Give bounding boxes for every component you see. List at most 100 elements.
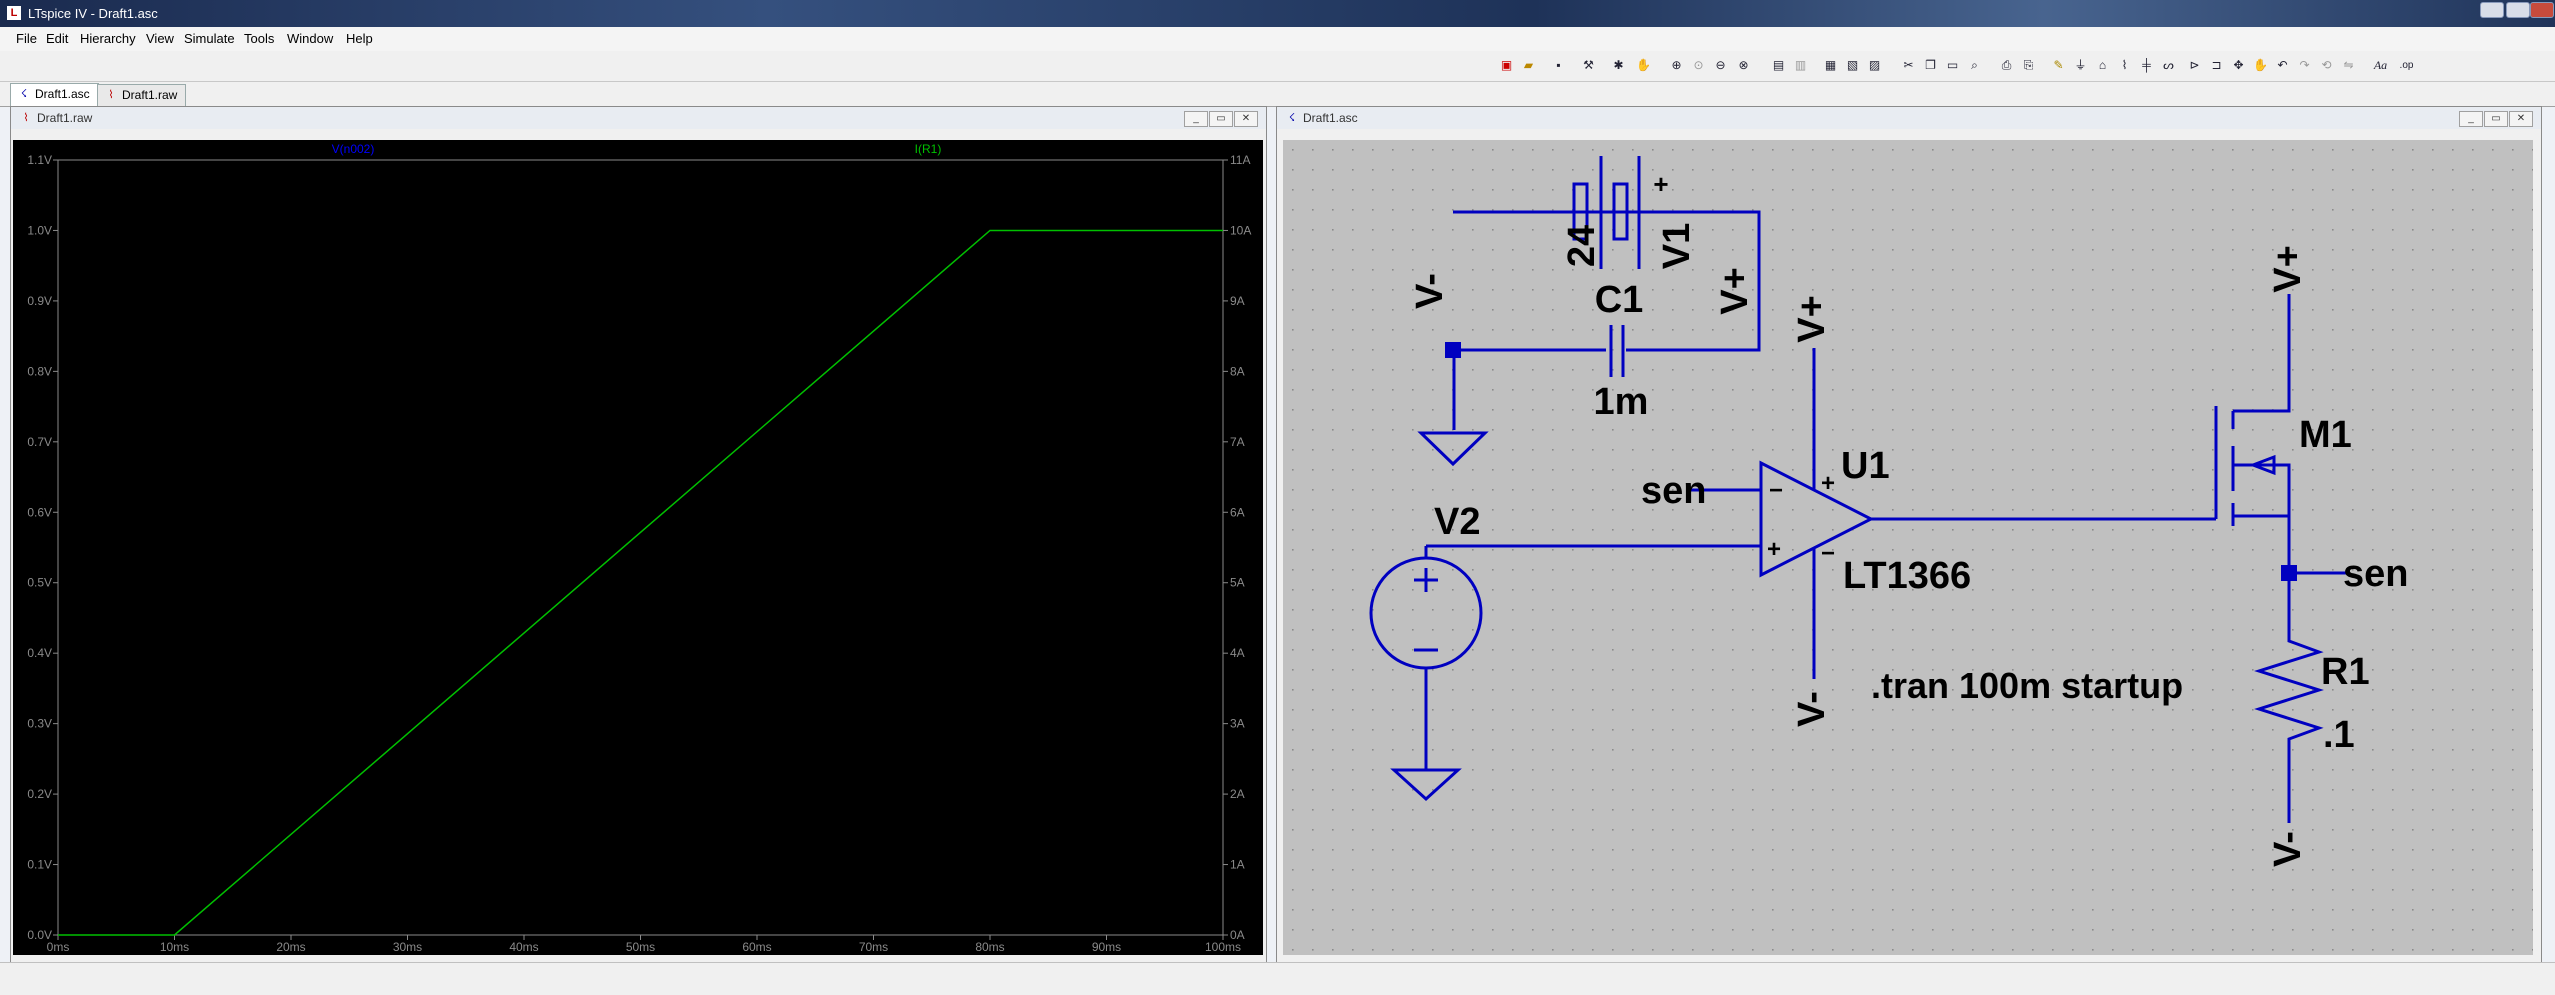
y-tick-label: 0.2V xyxy=(27,787,52,801)
tile-horizontal-icon[interactable]: ▦ xyxy=(1824,58,1837,72)
v2-name-label: V2 xyxy=(1434,501,1480,543)
pan-icon[interactable]: ⊙ xyxy=(1693,58,1704,72)
menu-window[interactable]: Window xyxy=(287,31,334,46)
r1-value-label: .1 xyxy=(2323,714,2355,756)
schematic-window: ☇ Draft1.asc _ ▭ ✕ xyxy=(1276,106,2542,964)
net-label-vplus: V+ xyxy=(1714,267,1756,315)
paste-icon[interactable]: ▭ xyxy=(1946,58,1959,72)
u1-inverting-input-sign: − xyxy=(1769,477,1783,504)
y2-tick-label: 8A xyxy=(1230,364,1245,378)
find-icon[interactable]: ⌕ xyxy=(1971,58,1978,72)
minimize-button[interactable]: _ xyxy=(2459,111,2483,127)
save-icon[interactable]: ▪ xyxy=(1556,58,1561,72)
net-label-vminus: V- xyxy=(1791,691,1833,727)
tab-draft1-raw[interactable]: ⌇ Draft1.raw xyxy=(97,84,187,106)
run-icon[interactable]: ✱ xyxy=(1613,58,1624,72)
x-tick-label: 80ms xyxy=(975,940,1004,954)
label-net-icon[interactable]: ⌂ xyxy=(2098,58,2107,72)
mirror-icon[interactable]: ⇋ xyxy=(2343,58,2354,72)
copy-icon[interactable]: ❐ xyxy=(1925,58,1936,72)
series-line xyxy=(58,229,1223,936)
waveform-window-title: Draft1.raw xyxy=(37,111,93,125)
y-tick-label: 0.5V xyxy=(27,576,52,590)
fft-icon[interactable]: ▥ xyxy=(1794,58,1807,72)
capacitor-icon[interactable]: ╪ xyxy=(2142,58,2151,72)
minimize-button[interactable] xyxy=(2480,2,2504,18)
v1-plus-sign: + xyxy=(1653,169,1668,199)
ground-icon[interactable]: ⏚ xyxy=(2074,58,2087,72)
x-tick-label: 20ms xyxy=(276,940,305,954)
toolbar: ▣ ▰ ▪ ⚒ ✱ ✋ ⊕ ⊙ ⊖ ⊗ ▤ ▥ ▦ ▧ ▨ ✂ ❐ ▭ ⌕ ⎙ … xyxy=(0,51,2555,82)
y2-tick-label: 7A xyxy=(1230,435,1245,449)
autorange-icon[interactable]: ▤ xyxy=(1772,58,1785,72)
resistor-icon[interactable]: ⌇ xyxy=(2121,58,2128,72)
menu-view[interactable]: View xyxy=(146,31,174,46)
cascade-icon[interactable]: ▨ xyxy=(1868,58,1881,72)
component-icon[interactable]: ⊐ xyxy=(2211,58,2222,72)
window-title: LTspice IV - Draft1.asc xyxy=(28,6,158,21)
x-tick-label: 70ms xyxy=(859,940,888,954)
cut-icon[interactable]: ✂ xyxy=(1903,58,1914,72)
rotate-icon[interactable]: ⟲ xyxy=(2321,58,2332,72)
tile-vertical-icon[interactable]: ▧ xyxy=(1846,58,1859,72)
menu-file[interactable]: File xyxy=(16,31,37,46)
y-tick-label: 0.6V xyxy=(27,505,52,519)
spice-directive[interactable]: .tran 100m startup xyxy=(1871,665,2183,706)
move-icon[interactable]: ✥ xyxy=(2233,58,2244,72)
close-button[interactable]: ✕ xyxy=(2509,111,2533,127)
print-setup-icon[interactable]: ⎙ xyxy=(2001,58,2012,72)
schematic-icon: ☇ xyxy=(1288,112,1296,124)
redo-icon[interactable]: ↷ xyxy=(2299,58,2310,72)
print-icon[interactable]: ⎘ xyxy=(2023,58,2034,72)
x-tick-label: 100ms xyxy=(1205,940,1241,954)
close-button[interactable]: ✕ xyxy=(1234,111,1258,127)
menu-help[interactable]: Help xyxy=(346,31,373,46)
text-icon[interactable]: Aa xyxy=(2373,58,2388,72)
y2-tick-label: 2A xyxy=(1230,787,1245,801)
undo-icon[interactable]: ↶ xyxy=(2277,58,2288,72)
y-tick-label: 1.0V xyxy=(27,223,52,237)
control-panel-icon[interactable]: ⚒ xyxy=(1583,58,1594,72)
y-tick-label: 0.0V xyxy=(27,928,52,942)
schematic-window-title: Draft1.asc xyxy=(1303,111,1358,125)
y2-tick-label: 4A xyxy=(1230,646,1245,660)
schematic-canvas[interactable]: 24 V1 + C1 1m V- V+ V+ V- U1 LT1366 − + … xyxy=(1283,140,2533,955)
minimize-button[interactable]: _ xyxy=(1184,111,1208,127)
x-tick-label: 60ms xyxy=(742,940,771,954)
close-button[interactable] xyxy=(2530,2,2554,18)
restore-button[interactable]: ▭ xyxy=(1209,111,1233,127)
y-tick-label: 0.8V xyxy=(27,364,52,378)
x-tick-label: 0ms xyxy=(47,940,70,954)
zoom-out-icon[interactable]: ⊖ xyxy=(1715,58,1726,72)
open-icon[interactable]: ▰ xyxy=(1523,58,1534,72)
zoom-fit-icon[interactable]: ⊗ xyxy=(1738,58,1749,72)
legend-entry: V(n002) xyxy=(332,142,375,156)
new-schematic-icon[interactable]: ▣ xyxy=(1500,58,1513,72)
draw-wire-icon[interactable]: ✎ xyxy=(2053,58,2064,72)
spice-directive-icon[interactable]: .op xyxy=(2399,60,2414,71)
tab-label: Draft1.raw xyxy=(122,88,178,102)
menu-simulate[interactable]: Simulate xyxy=(184,31,235,46)
inductor-icon[interactable]: ᔕ xyxy=(2163,58,2174,72)
tab-draft1-asc[interactable]: ☇ Draft1.asc xyxy=(10,83,99,107)
y-tick-label: 0.4V xyxy=(27,646,52,660)
y2-tick-label: 5A xyxy=(1230,576,1245,590)
drag-icon[interactable]: ✋ xyxy=(2253,58,2268,72)
tab-label: Draft1.asc xyxy=(35,87,90,101)
v1-name-label: V1 xyxy=(1656,223,1698,269)
zoom-in-icon[interactable]: ⊕ xyxy=(1671,58,1682,72)
y2-tick-label: 1A xyxy=(1230,858,1245,872)
restore-button[interactable]: ▭ xyxy=(2484,111,2508,127)
v1-cell xyxy=(1572,182,1589,241)
diode-icon[interactable]: ⊳ xyxy=(2189,58,2200,72)
y-tick-label: 0.3V xyxy=(27,717,52,731)
halt-icon[interactable]: ✋ xyxy=(1636,58,1651,72)
u1-supply-minus-sign: − xyxy=(1821,540,1835,567)
menu-edit[interactable]: Edit xyxy=(46,31,69,46)
maximize-button[interactable] xyxy=(2506,2,2530,18)
menu-tools[interactable]: Tools xyxy=(244,31,275,46)
y-tick-label: 1.1V xyxy=(27,153,52,167)
title-bar: L LTspice IV - Draft1.asc xyxy=(0,0,2555,27)
menu-hierarchy[interactable]: Hierarchy xyxy=(80,31,136,46)
